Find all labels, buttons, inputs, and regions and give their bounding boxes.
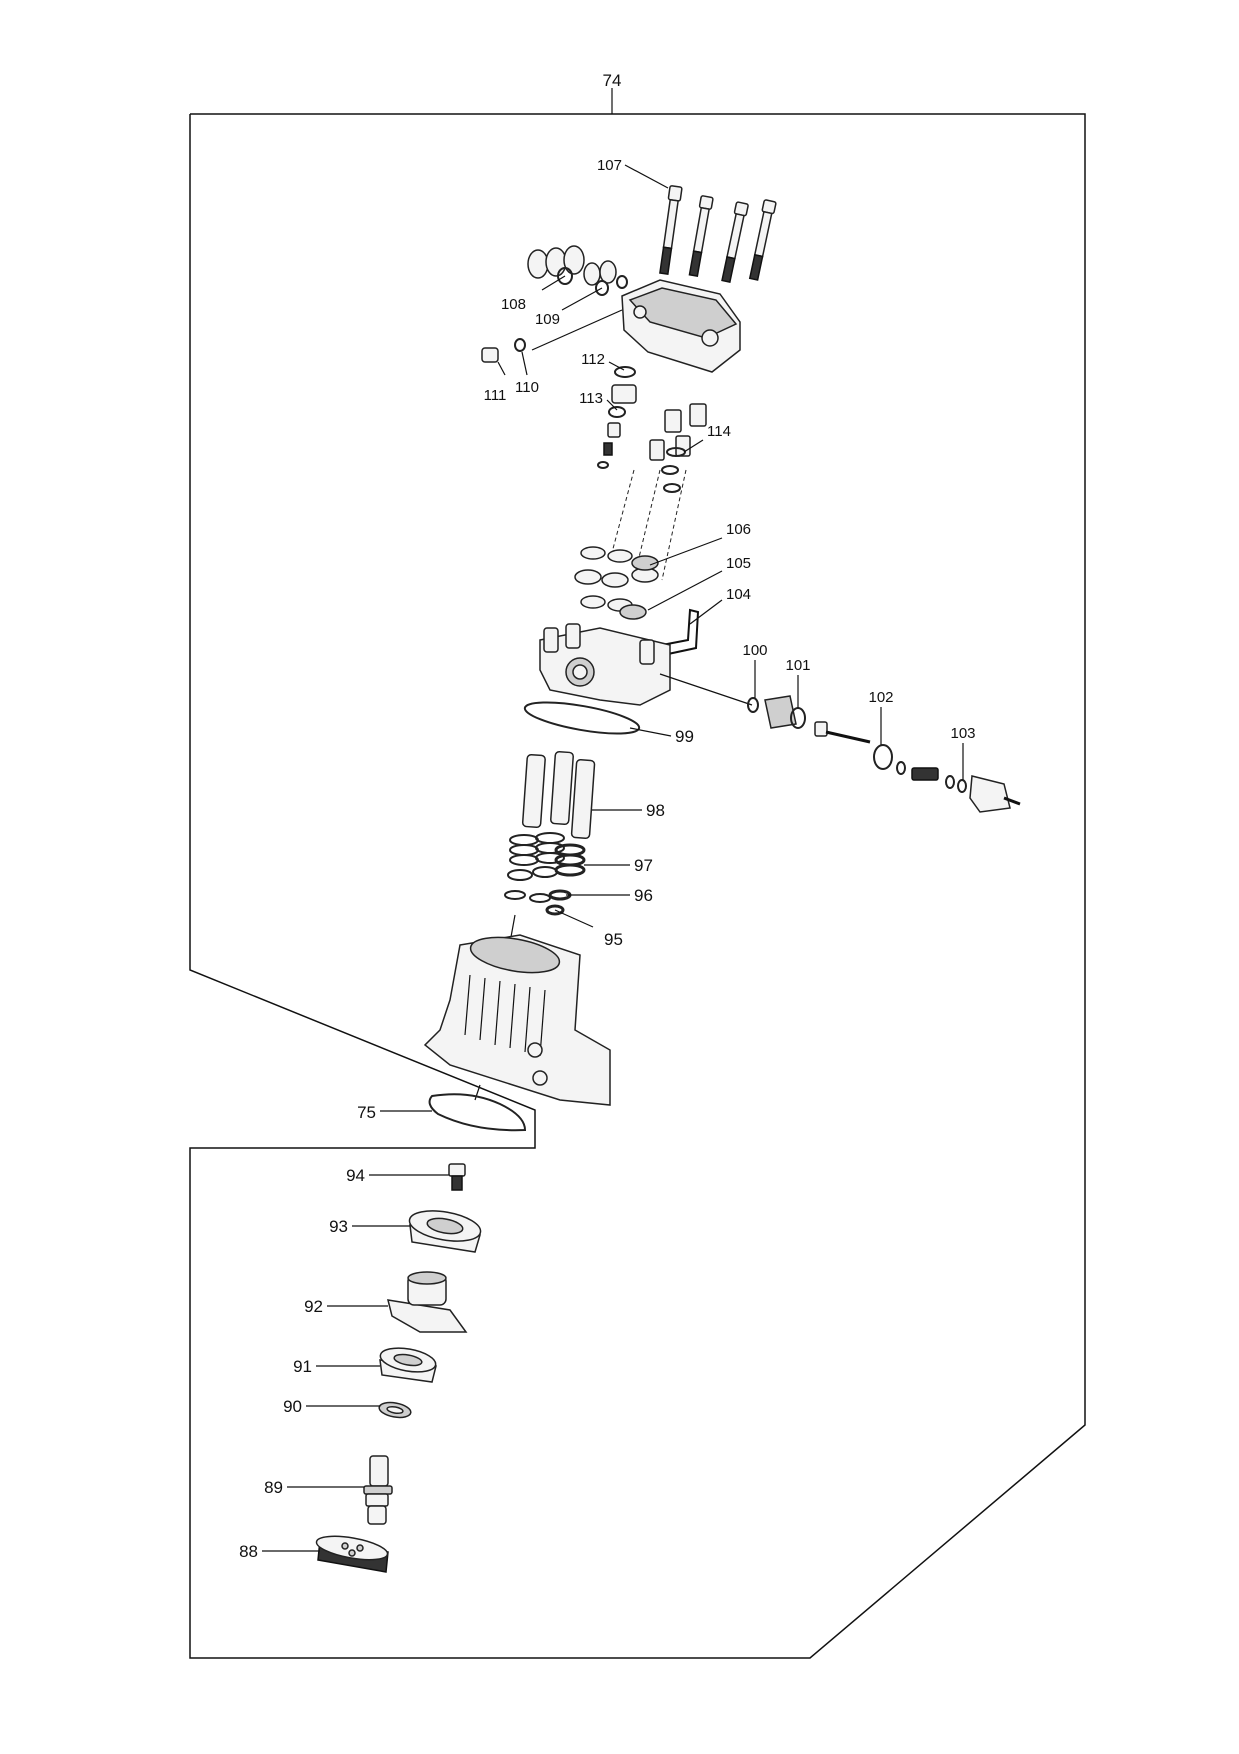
assembly-number: 74 bbox=[603, 71, 622, 90]
callout-88: 88 bbox=[239, 1542, 258, 1561]
callout-labels: 75 88 89 90 91 92 93 94 95 96 97 98 99 1… bbox=[239, 157, 975, 1561]
cylinder-head-screws bbox=[624, 164, 777, 283]
shaft-seal bbox=[378, 1401, 412, 1419]
piston-springs bbox=[504, 832, 586, 916]
callout-75: 75 bbox=[357, 1103, 376, 1122]
pistons bbox=[521, 750, 596, 840]
callout-101: 101 bbox=[785, 657, 810, 674]
callout-105: 105 bbox=[726, 555, 751, 572]
callout-103: 103 bbox=[950, 725, 975, 742]
callout-96: 96 bbox=[634, 886, 653, 905]
crankcase-gasket bbox=[428, 1093, 527, 1132]
drive-gear bbox=[315, 1535, 389, 1573]
manifold-o-ring bbox=[523, 701, 641, 735]
bypass-wire-clip bbox=[635, 608, 700, 661]
large-bearing bbox=[408, 1210, 482, 1253]
callout-93: 93 bbox=[329, 1217, 348, 1236]
cylinder-head bbox=[621, 279, 741, 373]
valve-seals bbox=[574, 546, 659, 620]
bearing-flange bbox=[386, 1271, 468, 1333]
callout-114: 114 bbox=[707, 423, 731, 440]
callout-94: 94 bbox=[346, 1166, 365, 1185]
callout-110: 110 bbox=[515, 379, 539, 396]
callout-113: 113 bbox=[579, 390, 603, 407]
callout-112: 112 bbox=[581, 351, 605, 368]
callout-89: 89 bbox=[264, 1478, 283, 1497]
drain-plug-and-washer bbox=[481, 338, 526, 363]
callout-91: 91 bbox=[293, 1357, 312, 1376]
callout-95: 95 bbox=[604, 930, 623, 949]
callout-107: 107 bbox=[597, 157, 622, 174]
check-valve-stack-right bbox=[609, 403, 707, 581]
callout-92: 92 bbox=[304, 1297, 323, 1316]
callout-111: 111 bbox=[484, 387, 507, 404]
callout-97: 97 bbox=[634, 856, 653, 875]
hex-bolt bbox=[448, 1163, 466, 1191]
small-bearing bbox=[379, 1347, 437, 1383]
callout-104: 104 bbox=[726, 586, 751, 603]
callout-98: 98 bbox=[646, 801, 665, 820]
callout-108: 108 bbox=[501, 296, 526, 313]
pump-manifold bbox=[539, 623, 753, 706]
callout-99: 99 bbox=[675, 727, 694, 746]
leader-lines bbox=[262, 275, 964, 1552]
check-valve-stack-left bbox=[597, 366, 637, 469]
crankcase bbox=[423, 914, 611, 1106]
callout-102: 102 bbox=[868, 689, 893, 706]
unloader-valve-parts bbox=[747, 695, 1021, 813]
drive-shaft bbox=[363, 1455, 393, 1525]
callout-109: 109 bbox=[535, 311, 560, 328]
assembly-boundary bbox=[189, 88, 1086, 1659]
callout-106: 106 bbox=[726, 521, 751, 538]
callout-100: 100 bbox=[742, 642, 767, 659]
valve-plugs bbox=[527, 245, 628, 351]
callout-90: 90 bbox=[283, 1397, 302, 1416]
